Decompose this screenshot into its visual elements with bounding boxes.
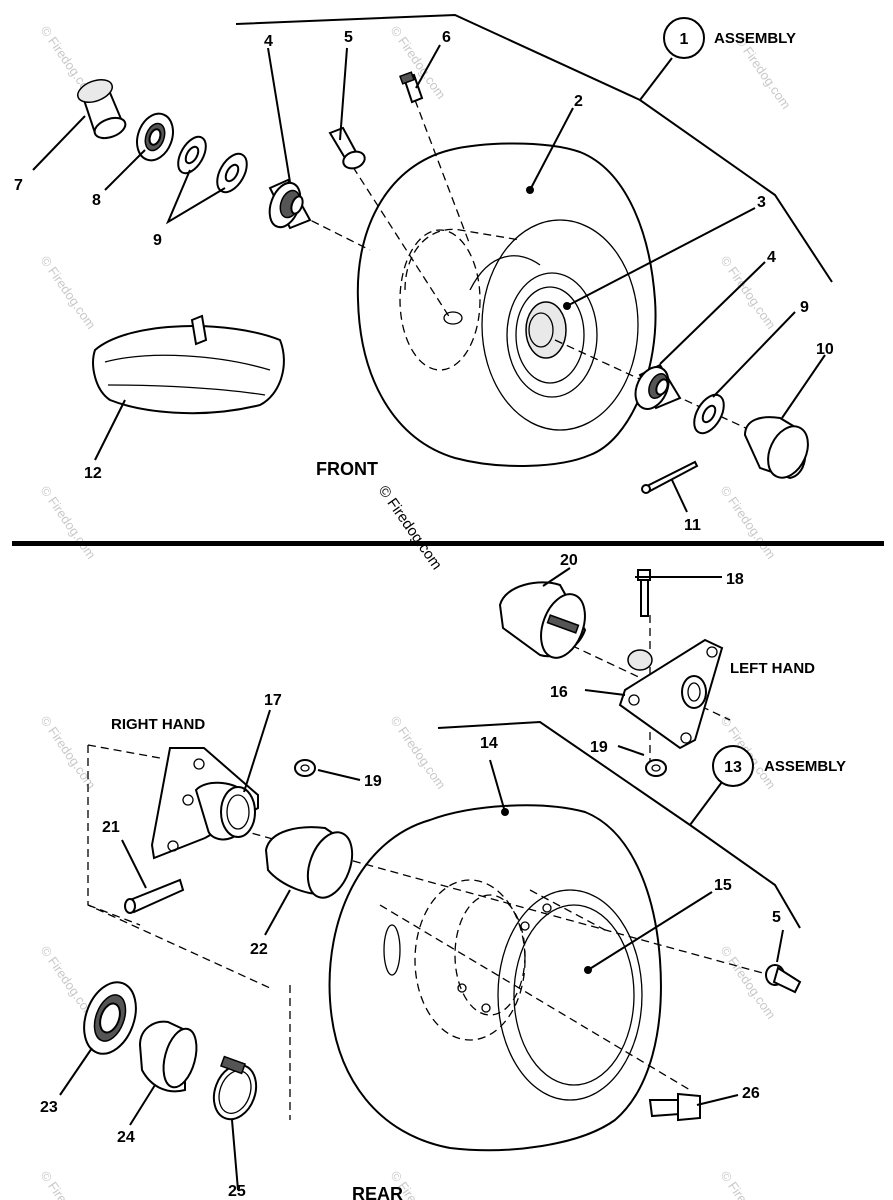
left-hand-label: LEFT HAND — [730, 660, 815, 677]
front-label: FRONT — [316, 459, 378, 479]
callout-21: 21 — [102, 819, 120, 836]
section-divider — [12, 541, 884, 546]
callout-20: 20 — [560, 552, 578, 569]
watermark: © Firedog.com — [38, 253, 99, 332]
front-assembly-number: 1 — [680, 31, 689, 48]
rear-tire — [328, 804, 662, 1152]
callout-6: 6 — [442, 29, 451, 46]
watermark: © Firedog.com — [388, 713, 449, 792]
callout-16: 16 — [550, 684, 568, 701]
rear-assembly-circle — [712, 745, 754, 787]
callout-4: 4 — [264, 33, 273, 50]
rear-assembly-number: 13 — [724, 759, 742, 776]
part-20-spacer — [498, 581, 587, 659]
watermark: © Firedog.com — [38, 1168, 99, 1200]
part-11-cotter-pin — [641, 460, 699, 494]
part-22-bushing — [264, 826, 354, 899]
part-9-washer-c — [693, 393, 725, 435]
part-26-bolt — [648, 1092, 701, 1122]
callout-9: 9 — [153, 232, 162, 249]
watermark: © Firedog.com — [718, 1168, 779, 1200]
front-tire — [356, 142, 657, 467]
part-19-nut-b — [645, 759, 667, 777]
part-23-seal — [83, 981, 137, 1055]
part-5-valve — [328, 126, 366, 170]
callout-24: 24 — [117, 1129, 135, 1146]
callout-25: 25 — [228, 1183, 246, 1200]
callout-7: 7 — [14, 177, 23, 194]
callout-5: 5 — [344, 29, 353, 46]
callout-9: 9 — [800, 299, 809, 316]
callout-11: 11 — [684, 517, 701, 534]
callout-12: 12 — [84, 465, 102, 482]
part-8-bearing — [136, 112, 174, 162]
part-18-bolt — [637, 569, 651, 617]
callout-23: 23 — [40, 1099, 58, 1116]
callout-22: 22 — [250, 941, 268, 958]
callout-19: 19 — [364, 773, 382, 790]
callout-26: 26 — [742, 1085, 760, 1102]
callout-14: 14 — [480, 735, 498, 752]
callout-15: 15 — [714, 877, 732, 894]
part-9-washer-a — [177, 135, 207, 175]
rear-label: REAR — [352, 1184, 403, 1200]
part-10-bushing — [743, 416, 809, 480]
callout-2: 2 — [574, 93, 583, 110]
watermark: © Firedog.com — [38, 483, 99, 562]
watermark: © Firedog.com — [38, 713, 99, 792]
front-assembly-circle — [663, 17, 705, 59]
right-hand-label: RIGHT HAND — [111, 716, 205, 733]
callout-18: 18 — [726, 571, 744, 588]
part-25-clamp — [212, 1055, 258, 1121]
part-6-fitting — [399, 71, 424, 104]
watermark: © Firedog.com — [718, 483, 779, 562]
center-watermark: © Firedog.com — [375, 483, 445, 574]
part-4-bearing-a — [268, 178, 312, 230]
rear-assembly-label: ASSEMBLY — [764, 758, 846, 775]
part-21-bolt — [124, 878, 185, 914]
callout-4: 4 — [767, 249, 776, 266]
part-24-bushing — [138, 1020, 198, 1093]
callout-19: 19 — [590, 739, 608, 756]
part-9-washer-b — [216, 152, 248, 194]
callout-5: 5 — [772, 909, 781, 926]
callout-17: 17 — [264, 692, 282, 709]
part-5-valve-rear — [765, 964, 802, 994]
part-17-bracket — [150, 747, 259, 860]
part-4-bearing-b — [634, 363, 682, 410]
front-assembly-label: ASSEMBLY — [714, 30, 796, 47]
part-16-bracket — [618, 638, 724, 750]
callout-3: 3 — [757, 194, 766, 211]
part-19-nut-a — [294, 759, 316, 777]
callout-10: 10 — [816, 341, 834, 358]
part-7-bushing — [76, 79, 127, 140]
part-12-tube — [92, 314, 285, 415]
callout-8: 8 — [92, 192, 101, 209]
